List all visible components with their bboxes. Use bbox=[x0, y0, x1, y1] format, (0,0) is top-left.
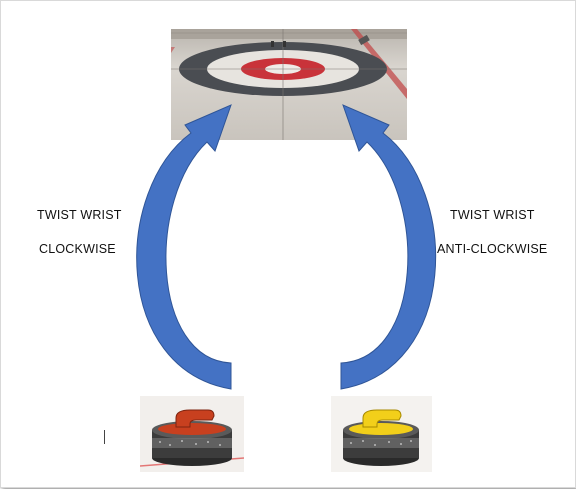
curling-stone-red-icon bbox=[140, 396, 244, 472]
left-caption-line1: TWIST WRIST bbox=[37, 208, 122, 222]
right-curved-arrow bbox=[340, 104, 437, 390]
curling-stone-yellow-handle-photo bbox=[331, 396, 432, 472]
right-caption-line1: TWIST WRIST bbox=[450, 208, 535, 222]
curling-house-illustration bbox=[171, 29, 407, 140]
right-caption-line2: ANTI-CLOCKWISE bbox=[437, 242, 548, 256]
text-cursor bbox=[104, 430, 105, 444]
left-curved-arrow bbox=[136, 104, 232, 390]
left-caption-line2: CLOCKWISE bbox=[39, 242, 116, 256]
curling-house-photo bbox=[171, 29, 407, 140]
curling-stone-red-handle-photo bbox=[140, 396, 244, 472]
curling-stone-yellow-icon bbox=[331, 396, 432, 472]
